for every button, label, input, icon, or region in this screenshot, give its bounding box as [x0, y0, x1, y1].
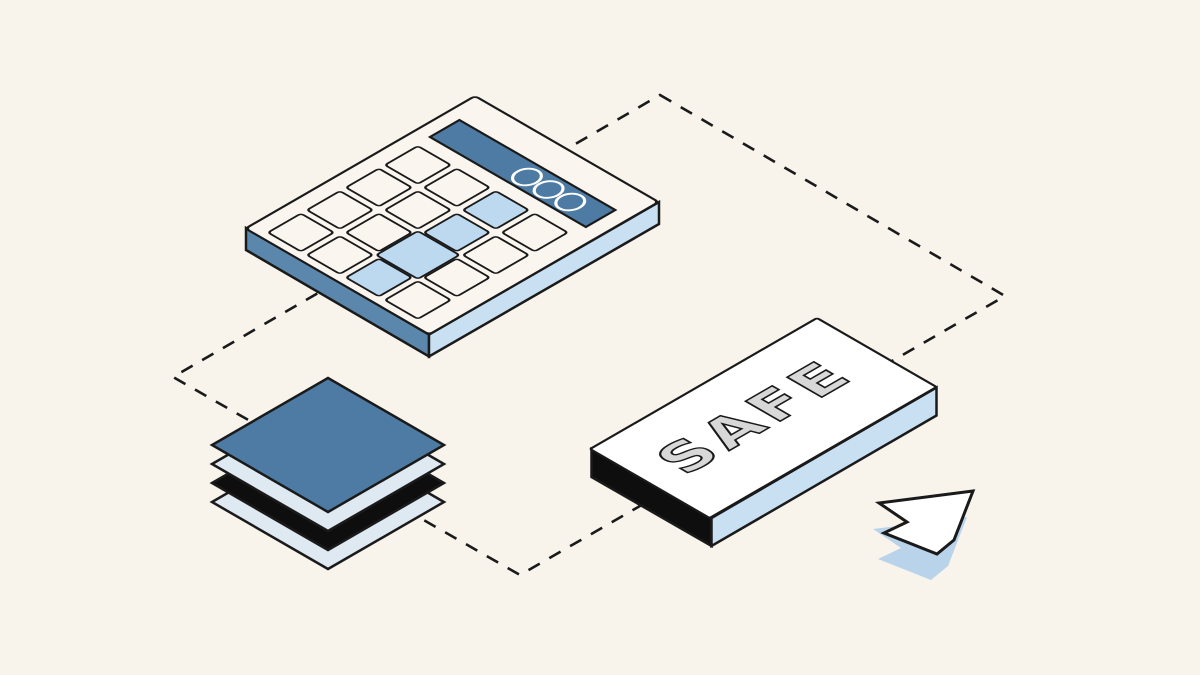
calculator-top-face [246, 96, 659, 335]
calculator-key-highlighted [424, 213, 490, 252]
safe-card-surface [589, 317, 938, 519]
stack-layer-top-blue [209, 376, 447, 514]
calculator-key-wide-highlighted [376, 231, 460, 279]
calculator-illustration [244, 96, 661, 359]
calculator-key-highlighted [463, 191, 529, 229]
calculator-key [346, 168, 412, 207]
calculator-key [307, 191, 373, 229]
calculator-key [385, 191, 451, 229]
safe-card-illustration: SAFE [589, 317, 938, 549]
calculator-key-highlighted [346, 258, 412, 297]
calculator-key [424, 258, 490, 297]
display-zero-icon [532, 180, 565, 199]
calculator-key [268, 213, 334, 252]
layer-stack-illustration [209, 376, 447, 571]
calculator-display-zeros [510, 167, 587, 212]
calculator-display [427, 118, 618, 229]
display-zero-icon [510, 167, 543, 187]
calculator-key [385, 281, 451, 319]
calculator-key [463, 236, 529, 274]
calculator-key [307, 236, 373, 274]
cursor-illustration [873, 489, 976, 580]
cursor-arrow-icon [874, 489, 976, 556]
calculator-key [385, 146, 451, 184]
calculator-keypad [268, 146, 568, 319]
calculator-key [502, 213, 568, 252]
display-zero-icon [554, 192, 587, 212]
calculator-key [424, 168, 490, 207]
calculator-key [346, 213, 412, 252]
